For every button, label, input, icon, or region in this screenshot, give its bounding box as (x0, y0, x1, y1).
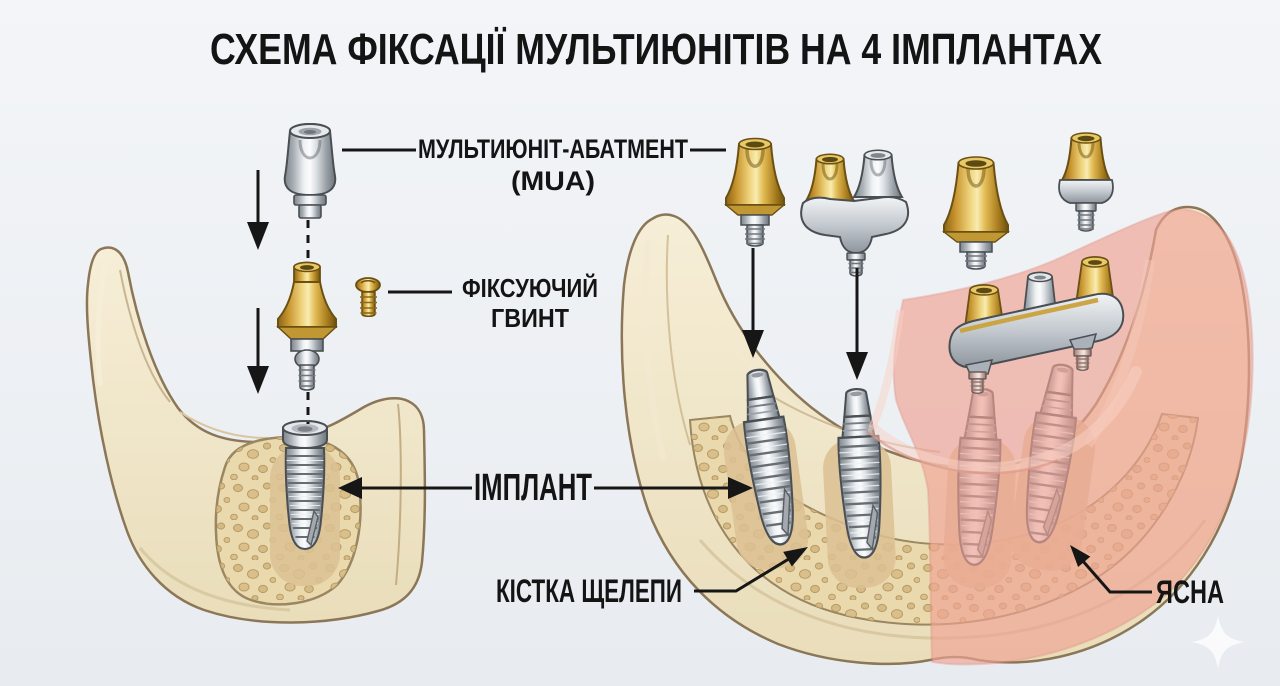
bridge-screw-1 (968, 371, 987, 394)
implant-in-left-jaw (282, 420, 328, 550)
label-fixing-screw: ФІКСУЮЧИЙ ГВИНТ (388, 273, 598, 333)
multiunit-bridge (948, 256, 1125, 394)
down-arrow-1 (247, 170, 269, 250)
left-exploded-assembly (247, 123, 381, 424)
down-arrow-3 (742, 248, 764, 358)
label-mua-text-2: (MUA) (511, 166, 595, 196)
abutment-double-unit (800, 149, 910, 277)
labels: МУЛЬТИЮНІТ-АБАТМЕНТ (MUA) ФІКСУЮЧИЙ ГВИН… (338, 134, 1224, 610)
down-arrow-2 (247, 308, 269, 394)
label-gums: ЯСНА (1070, 545, 1224, 610)
gold-multiunit-abutment (276, 261, 338, 391)
abutments-row (724, 132, 1114, 380)
mua-abutment-silver (283, 123, 337, 219)
sparkle-icon (1191, 615, 1245, 669)
label-gums-text: ЯСНА (1156, 574, 1224, 610)
label-mua-text-1: МУЛЬТИЮНІТ-АБАТМЕНТ (418, 134, 688, 164)
fixing-screw (355, 277, 381, 317)
label-jaw-bone: КІСТКА ЩЕЛЕПИ (496, 547, 808, 609)
abutment-gold-2 (941, 156, 1011, 270)
label-implant-text: ІМПЛАНТ (474, 467, 592, 509)
down-arrow-4 (846, 268, 868, 380)
bridge-screw-2 (1073, 348, 1092, 371)
abutment-gold-silver (1058, 132, 1114, 232)
label-mua: МУЛЬТИЮНІТ-АБАТМЕНТ (MUA) (342, 134, 726, 196)
label-fixing-screw-text-1: ФІКСУЮЧИЙ (462, 273, 598, 303)
page-title: СХЕМА ФІКСАЦІЇ МУЛЬТИЮНІТІВ НА 4 ІМПЛАНТ… (210, 25, 1102, 74)
left-jaw-bone (85, 246, 427, 624)
label-jaw-bone-text: КІСТКА ЩЕЛЕПИ (496, 573, 682, 609)
label-implant: ІМПЛАНТ (338, 467, 753, 509)
bridge-bar (948, 292, 1125, 369)
label-fixing-screw-text-2: ГВИНТ (491, 303, 569, 333)
abutment-gold-1 (724, 137, 786, 247)
